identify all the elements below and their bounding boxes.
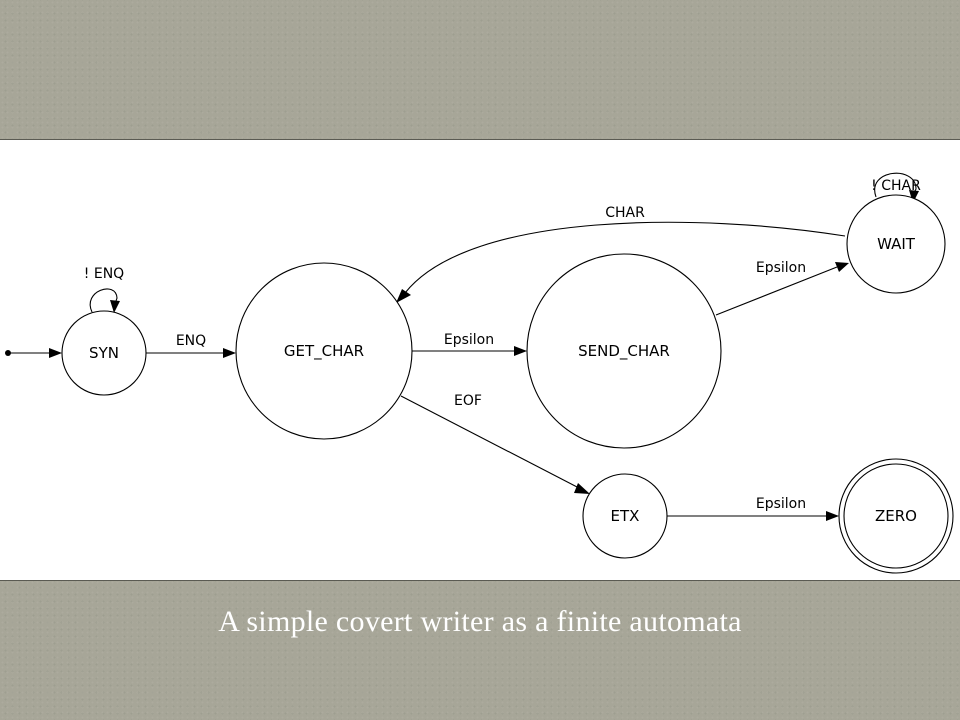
state-syn-circle	[61, 310, 147, 396]
wait-get-char-arrowhead	[396, 289, 411, 303]
state-wait-circle	[846, 194, 946, 294]
syn-self-edge	[89, 288, 118, 313]
state-etx-label: ETX	[611, 507, 640, 525]
send-char-wait-edge	[715, 266, 838, 316]
transition-get-char-etx: EOF	[400, 393, 590, 494]
get-char-etx-edge	[400, 395, 580, 489]
state-etx: ETX	[582, 473, 668, 559]
etx-zero-label: Epsilon	[756, 496, 806, 512]
state-send-char: SEND_CHAR	[526, 253, 722, 449]
transition-wait-self: ! CHAR	[871, 172, 921, 203]
wait-self-label: ! CHAR	[871, 178, 921, 194]
state-get-char-circle	[235, 262, 413, 440]
wait-get-char-edge	[404, 221, 846, 294]
syn-get-char-label: ENQ	[176, 333, 206, 349]
wait-self-arrowhead	[909, 190, 919, 203]
get-char-etx-label: EOF	[454, 393, 482, 409]
wait-get-char-label: CHAR	[605, 205, 645, 221]
state-send-char-label: SEND_CHAR	[578, 342, 670, 361]
send-char-wait-label: Epsilon	[756, 260, 806, 276]
state-diagram: ! ENQ ENQ Epsilon Epsilon CHAR	[5, 172, 954, 574]
syn-get-char-arrowhead	[223, 348, 236, 358]
get-char-etx-arrowhead	[574, 483, 590, 494]
etx-zero-arrowhead	[826, 511, 839, 521]
transition-send-char-wait: Epsilon	[715, 260, 849, 316]
state-zero-label: ZERO	[875, 507, 917, 525]
state-zero-inner-circle	[843, 463, 949, 569]
transition-etx-zero: Epsilon	[667, 496, 839, 521]
wait-self-edge	[874, 172, 917, 198]
transition-get-char-send-char: Epsilon	[410, 332, 527, 356]
state-etx-circle	[582, 473, 668, 559]
state-zero: ZERO	[838, 458, 954, 574]
slide-caption: A simple covert writer as a finite autom…	[218, 605, 742, 638]
get-char-send-char-label: Epsilon	[444, 332, 494, 348]
transition-syn-get-char: ENQ	[145, 333, 236, 358]
transition-wait-get-char: CHAR	[396, 205, 846, 303]
state-get-char-label: GET_CHAR	[284, 342, 364, 361]
state-wait: WAIT	[846, 194, 946, 294]
syn-self-arrowhead	[110, 300, 120, 313]
state-wait-label: WAIT	[877, 235, 916, 253]
get-char-send-char-arrowhead	[514, 346, 527, 356]
send-char-wait-arrowhead	[835, 262, 849, 272]
diagram-panel: ! ENQ ENQ Epsilon Epsilon CHAR	[0, 139, 960, 581]
state-syn: SYN	[61, 310, 147, 396]
syn-self-label: ! ENQ	[84, 266, 124, 282]
initial-dot	[5, 350, 11, 356]
initial-arrowhead	[49, 348, 62, 358]
state-get-char: GET_CHAR	[235, 262, 413, 440]
state-syn-label: SYN	[89, 344, 119, 362]
transition-syn-self: ! ENQ	[84, 266, 124, 313]
initial-transition	[5, 348, 62, 358]
state-send-char-circle	[526, 253, 722, 449]
